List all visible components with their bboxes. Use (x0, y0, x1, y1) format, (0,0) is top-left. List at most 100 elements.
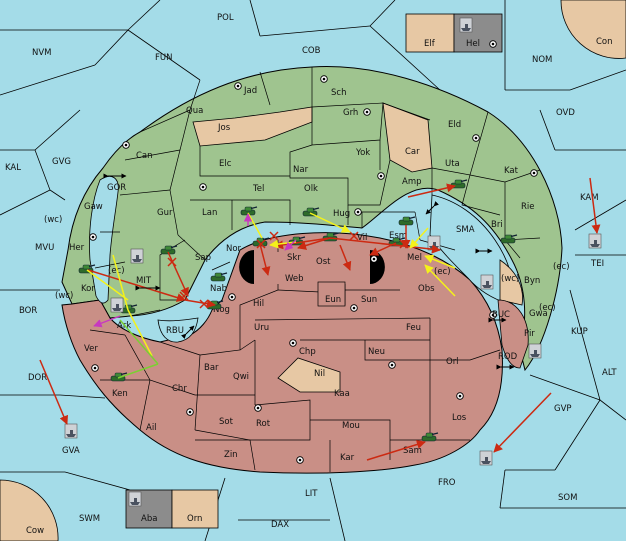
north-territorie-label: Nor (226, 244, 242, 254)
south-territorie-label: Ken (112, 389, 128, 399)
supply-center-icon (370, 255, 378, 263)
south-territorie-label: Chp (299, 347, 316, 357)
sea-label-label: GVA (62, 446, 80, 456)
corner-boxe-label: Aba (141, 514, 157, 524)
corner-boxe-label: Orn (187, 514, 202, 524)
supply-center-icon (228, 293, 236, 301)
region-eun-box (317, 281, 346, 307)
sea-label-label: MVU (35, 243, 54, 253)
coast-tag-label: (ec) (108, 266, 125, 276)
south-territorie-label: Feu (406, 323, 421, 333)
coast-tag-label: (wc) (55, 291, 73, 301)
centre-channel (250, 252, 372, 284)
north-territorie-label: Obs (418, 284, 435, 294)
north-territorie-label: Nab (210, 284, 227, 294)
supply-center-icon (377, 172, 385, 180)
strait-arrows (103, 173, 515, 370)
north-territorie-label: Vil (357, 233, 367, 243)
corner-boxe-label: Cow (26, 526, 44, 536)
supply-center-icon (472, 134, 480, 142)
move-orders (39, 177, 601, 461)
south-territorie-label: Sun (361, 295, 377, 305)
north-territorie-label: Jos (217, 123, 231, 133)
sea-label-label: ALT (602, 368, 617, 378)
north-territorie-label: Rie (521, 202, 535, 212)
south-territorie-label: Qwi (233, 372, 249, 382)
north-territorie-label: Elc (219, 159, 232, 169)
corner-boxe-label: Con (596, 37, 613, 47)
south-territorie-label: Gwa (529, 309, 548, 319)
north-territorie-label: Eld (448, 120, 461, 130)
north-territorie-label: Mel (407, 253, 422, 263)
sea-label-label: MIT (136, 276, 152, 286)
supply-center-icon (350, 304, 358, 312)
south-territorie-label: Ail (146, 423, 157, 433)
south-territorie-label: Sam (403, 446, 422, 456)
coast-tag-label: (wc) (44, 215, 62, 225)
ship-icon (110, 297, 124, 313)
support-orders (86, 212, 456, 357)
corner-boxe-label: Hel (466, 39, 480, 49)
ship-icon (130, 248, 144, 264)
region-pir (497, 299, 529, 369)
supply-center-icon (89, 233, 97, 241)
north-territorie-label: Sap (195, 253, 211, 263)
corner-boxe-label: Elf (424, 39, 436, 49)
supply-center-icon (363, 108, 371, 116)
ship-icon (64, 423, 78, 439)
coast-tag-label: (ec) (434, 267, 451, 277)
coast-tag-label: (ec) (553, 262, 570, 272)
north-territorie-label: Bri (491, 220, 503, 230)
ship-icon (480, 274, 494, 290)
ship-icon (479, 450, 493, 466)
sea-gor-mit (89, 176, 119, 304)
south-territorie-label: Bar (204, 363, 219, 373)
north-territorie-label: Nar (293, 165, 309, 175)
supply-center-icon (489, 40, 497, 48)
south-territorie-label: Zin (224, 450, 238, 460)
south-territorie-label: Mou (342, 421, 360, 431)
supply-center-icon (456, 392, 464, 400)
south-territorie-label: Uru (254, 323, 269, 333)
sea-label-label: GVP (554, 404, 572, 414)
north-territorie-label: Gur (157, 208, 173, 218)
south-territorie-label: Ark (117, 321, 131, 331)
sea-label-label: GOR (107, 183, 126, 193)
sea-label-label: SWM (79, 514, 100, 524)
north-territorie-label: Byn (524, 276, 540, 286)
north-territorie-label: Olk (304, 184, 318, 194)
ship-icon (459, 17, 473, 33)
corner-cow (0, 479, 59, 541)
north-territorie-label: Jad (243, 86, 257, 96)
south-territorie-label: Ver (84, 344, 98, 354)
south-territorie-label: Hil (253, 299, 264, 309)
south-territorie-label: Rot (256, 419, 271, 429)
sea-label-label: KUP (571, 327, 588, 337)
region-byn (499, 259, 523, 306)
sea-label-label: OVD (556, 108, 575, 118)
supply-center-icon (289, 339, 297, 347)
sea-label-label: RBU (166, 326, 184, 336)
ship-icon (128, 491, 142, 507)
north-territorie-label: Kor (81, 284, 95, 294)
supply-center-icon (320, 75, 328, 83)
south-territorie-label: Orl (446, 357, 459, 367)
hold-orders (117, 319, 159, 379)
box-elf (405, 13, 455, 53)
south-territorie-label: Kar (340, 453, 355, 463)
north-territorie-label: Esm (389, 231, 407, 241)
south-territorie-label: Chr (172, 384, 187, 394)
north-territorie-label: Car (405, 147, 420, 157)
north-territorie-label: Gaw (84, 202, 103, 212)
sea-label-label: SOM (558, 493, 577, 503)
coast-tag-label: (wc) (501, 274, 519, 284)
sea-label-label: FRO (438, 478, 456, 488)
sea-label-label: NOM (532, 55, 552, 65)
ship-icon (528, 343, 542, 359)
region-car (382, 102, 433, 173)
supply-center-icon (91, 364, 99, 372)
